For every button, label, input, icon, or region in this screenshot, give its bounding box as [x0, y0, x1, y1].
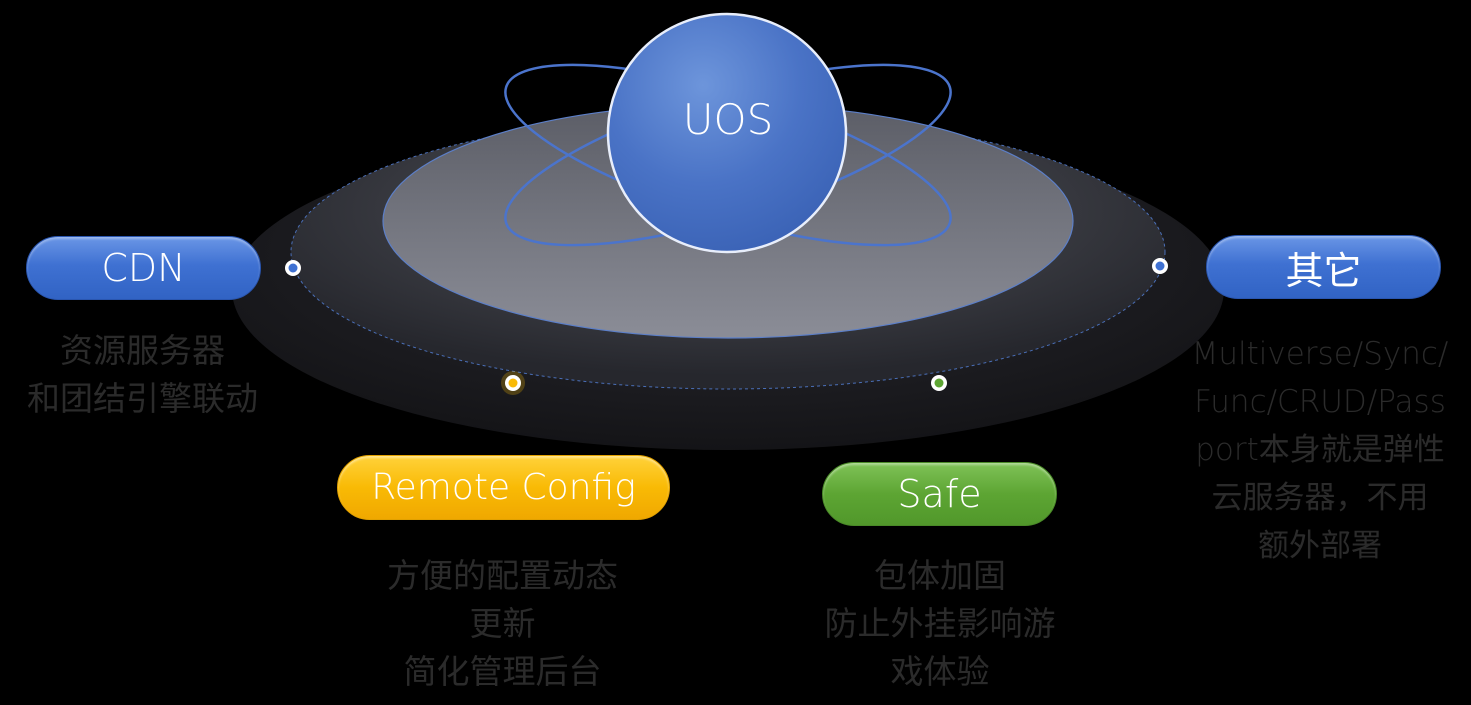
cdn-desc-line-1: 资源服务器	[60, 331, 225, 370]
safe-desc-line-3: 戏体验	[890, 652, 990, 691]
cdn-pill: CDN	[26, 236, 261, 300]
remote-config-description: 方便的配置动态 更新 简化管理后台	[340, 552, 665, 696]
other-desc-line-5: 额外部署	[1258, 528, 1382, 564]
safe-desc-line-1: 包体加固	[874, 556, 1006, 595]
other-desc-line-1: Multiverse/Sync/	[1191, 336, 1449, 372]
other-desc-line-4: 云服务器，不用	[1211, 480, 1429, 516]
dot-cdn	[285, 260, 301, 276]
safe-desc-line-2: 防止外挂影响游	[824, 604, 1056, 643]
other-desc-line-2: Func/CRUD/Pass	[1194, 384, 1446, 420]
cdn-description: 资源服务器 和团结引擎联动	[5, 327, 280, 423]
dot-other	[1152, 258, 1168, 274]
safe-pill: Safe	[822, 462, 1057, 526]
other-desc-line-3: port本身就是弹性	[1195, 432, 1445, 468]
dot-remote-config	[501, 371, 525, 395]
core-sphere	[606, 12, 848, 254]
core-label: UOS	[682, 95, 774, 144]
remote-config-desc-line-2: 更新	[469, 604, 536, 643]
other-pill: 其它	[1206, 235, 1441, 299]
cdn-desc-line-2: 和团结引擎联动	[27, 379, 258, 418]
dot-safe	[931, 375, 947, 391]
safe-description: 包体加固 防止外挂影响游 戏体验	[795, 552, 1085, 696]
other-description: Multiverse/Sync/ Func/CRUD/Pass port本身就是…	[1172, 330, 1468, 570]
remote-config-pill: Remote Config	[337, 455, 670, 520]
remote-config-desc-line-3: 简化管理后台	[403, 652, 602, 691]
remote-config-desc-line-1: 方便的配置动态	[387, 556, 618, 595]
